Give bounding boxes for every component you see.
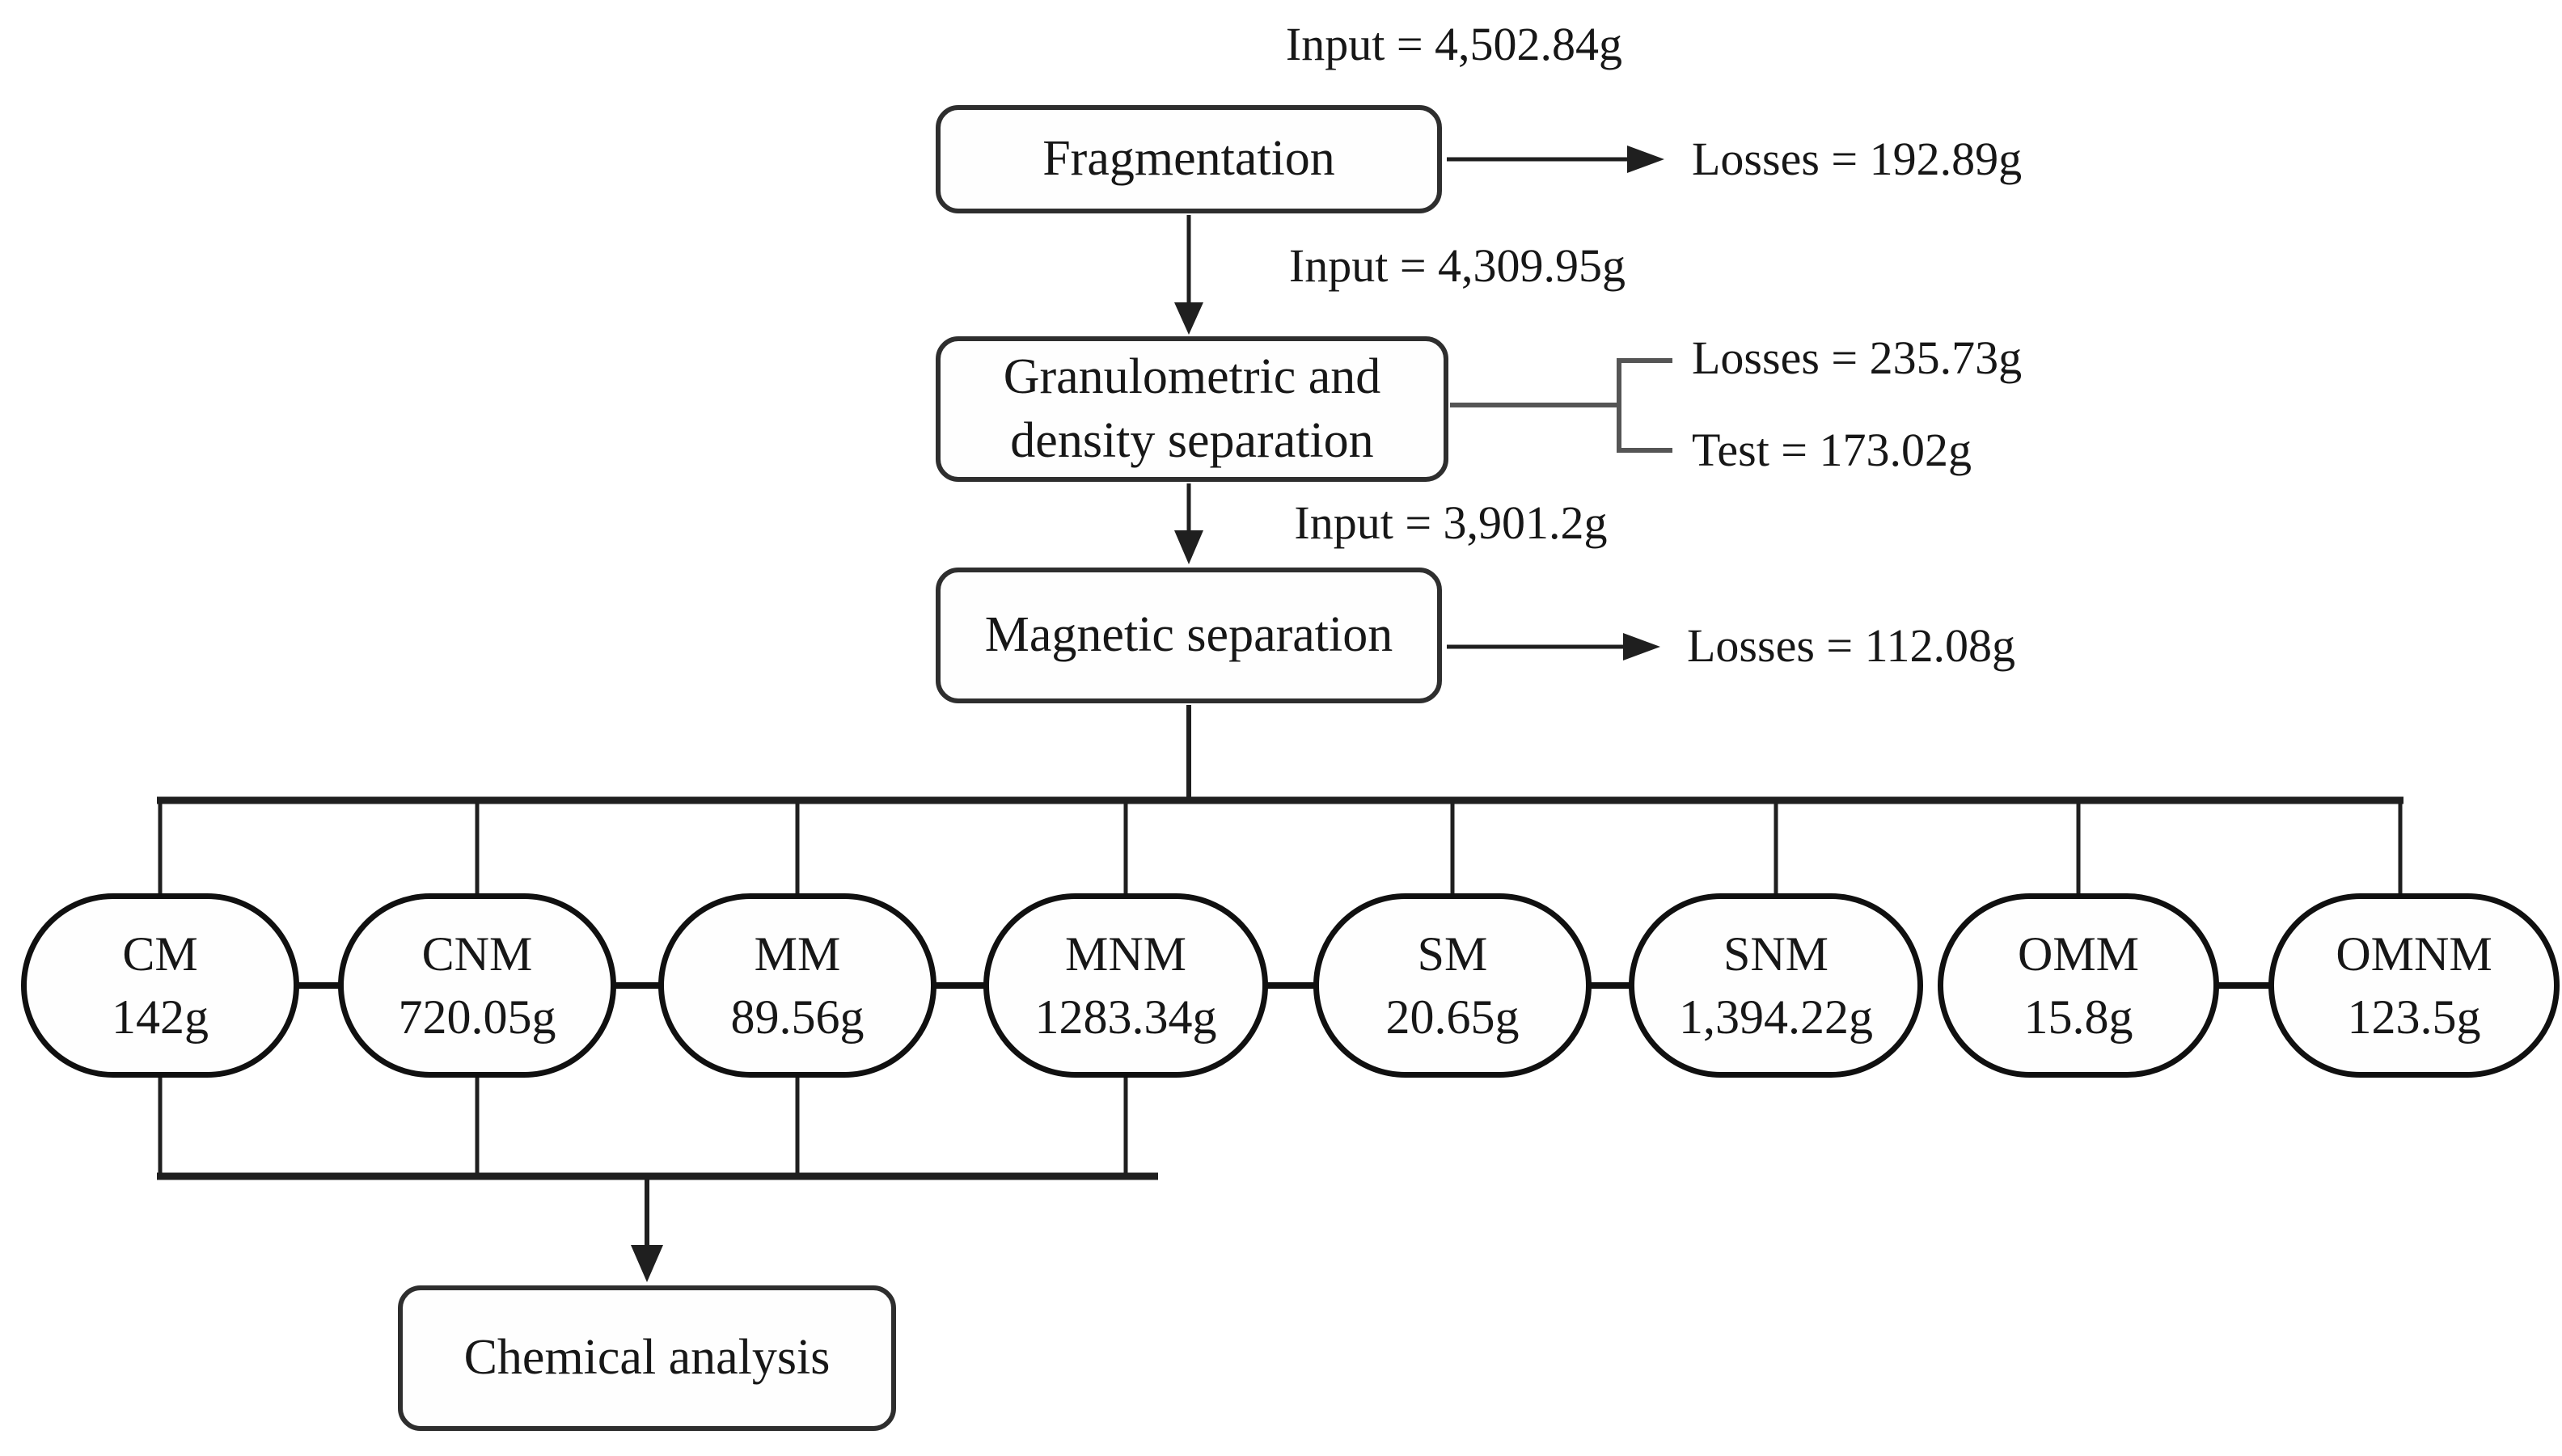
fraction-mass: 89.56g [730,990,865,1044]
magnetic-box-label: Magnetic separation [984,607,1393,663]
fraction-code: OMM [2017,927,2140,981]
fraction-code: SM [1417,927,1488,981]
fragmentation-loss-label: Losses = 192.89g [1692,133,2023,185]
fraction-oval-sm: SM 20.65g [1313,893,1592,1078]
fragmentation-input-label: Input = 4,502.84g [1285,18,1623,70]
granulometric-loss-label: Losses = 235.73g [1692,331,2023,384]
fraction-oval-mm: MM 89.56g [658,893,936,1078]
magnetic-box: Magnetic separation [936,568,1442,703]
fraction-mass: 720.05g [398,990,556,1044]
chemical-analysis-box-label: Chemical analysis [463,1330,831,1386]
fraction-mass: 123.5g [2347,990,2481,1044]
granulometric-box: Granulometric and density separation [936,336,1448,482]
chemical-analysis-box: Chemical analysis [398,1285,896,1431]
fraction-oval-cm: CM 142g [21,893,299,1078]
fraction-mass: 1283.34g [1034,990,1217,1044]
magnetic-input-label: Input = 3,901.2g [1294,496,1608,549]
magnetic-loss-label: Losses = 112.08g [1687,619,2015,672]
fraction-mass: 1,394.22g [1679,990,1873,1044]
granulometric-box-label-line1: Granulometric and [1003,348,1381,404]
granulometric-test-label: Test = 173.02g [1692,424,1972,476]
frag-loss-arrowhead-icon [1627,146,1664,173]
granulometric-input-label: Input = 4,309.95g [1288,239,1626,292]
magn-loss-arrowhead-icon [1623,633,1660,660]
chem-arrowhead-icon [631,1245,663,1282]
frag-to-gran-arrowhead-icon [1174,302,1203,335]
fraction-code: MNM [1064,927,1187,981]
fraction-mass: 15.8g [2023,990,2133,1044]
gran-to-magn-arrowhead-icon [1174,530,1203,564]
fraction-code: SNM [1723,927,1829,981]
fraction-code: CNM [421,927,533,981]
fraction-oval-snm: SNM 1,394.22g [1629,893,1923,1078]
fraction-code: CM [122,927,198,981]
granulometric-box-label-line2: density separation [1010,413,1374,468]
fraction-mass: 142g [112,990,209,1044]
fraction-mass: 20.65g [1385,990,1520,1044]
fragmentation-box-label: Fragmentation [1042,131,1335,187]
fraction-code: MM [754,927,841,981]
fragmentation-box: Fragmentation [936,105,1442,213]
fraction-oval-cnm: CNM 720.05g [338,893,616,1078]
fraction-code: OMNM [2336,927,2492,981]
fraction-oval-mnm: MNM 1283.34g [983,893,1268,1078]
fraction-oval-omm: OMM 15.8g [1938,893,2219,1078]
fraction-oval-omnm: OMNM 123.5g [2268,893,2560,1078]
